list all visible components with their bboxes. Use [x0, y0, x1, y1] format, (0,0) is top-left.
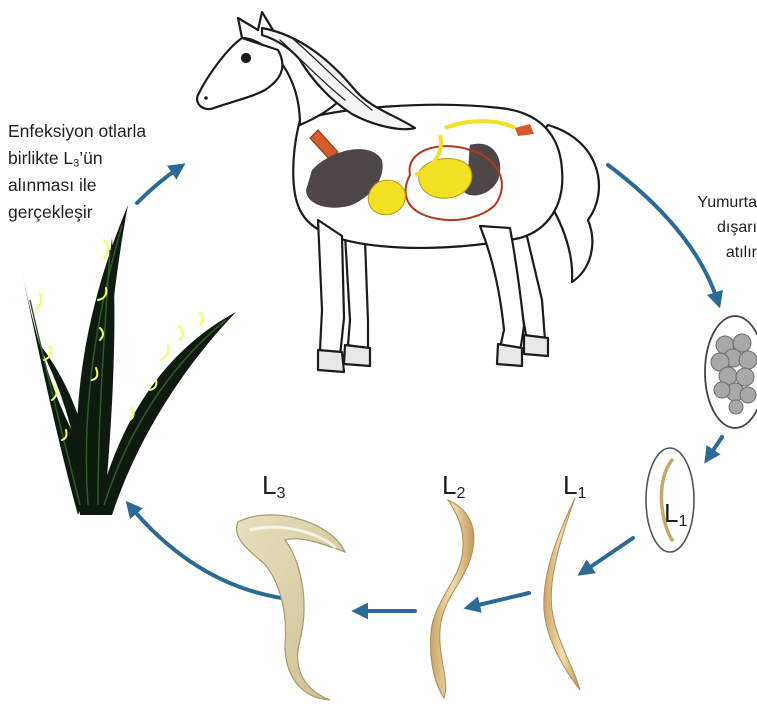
caption-eggs-line2: dışarı — [697, 215, 757, 240]
horse-hoof — [524, 335, 548, 356]
caption-infection-line1: Enfeksiyon otlarla — [8, 118, 146, 145]
arrow-l1egg-to-l1 — [583, 538, 633, 572]
larva-l2 — [431, 500, 474, 698]
stage-label-l1: L1 — [563, 470, 586, 501]
stage-label-l1-egg: L1 — [664, 498, 687, 529]
arrow-egg-to-l1egg — [708, 437, 722, 458]
caption-infection: Enfeksiyon otlarla birlikte L3’ün alınma… — [8, 118, 146, 226]
horse-cecum — [419, 158, 472, 198]
larva-l1 — [544, 498, 580, 690]
horse-intestine — [368, 180, 405, 215]
larva-l3 — [237, 515, 345, 700]
egg-illustration — [705, 316, 757, 428]
stage-label-l3: L3 — [262, 470, 285, 501]
caption-infection-line3: alınması ile — [8, 172, 146, 199]
stage-label-l2: L2 — [442, 470, 465, 501]
caption-eggs: Yumurta dışarı atılır — [697, 190, 757, 265]
caption-infection-line2: birlikte L3’ün — [8, 145, 146, 172]
horse-leg-near-front — [318, 220, 344, 356]
grass-illustration — [22, 205, 236, 515]
horse-hoof — [318, 350, 344, 372]
caption-infection-line4: gerçekleşir — [8, 199, 146, 226]
grass-blade — [96, 312, 236, 515]
horse-hoof — [497, 344, 522, 366]
arrow-l1-to-l2 — [470, 593, 529, 607]
horse-hoof — [344, 345, 370, 366]
caption-eggs-line3: atılır — [697, 240, 757, 265]
horse-face — [197, 38, 282, 109]
caption-eggs-line1: Yumurta — [697, 190, 757, 215]
horse-leg-far-front — [345, 235, 368, 350]
